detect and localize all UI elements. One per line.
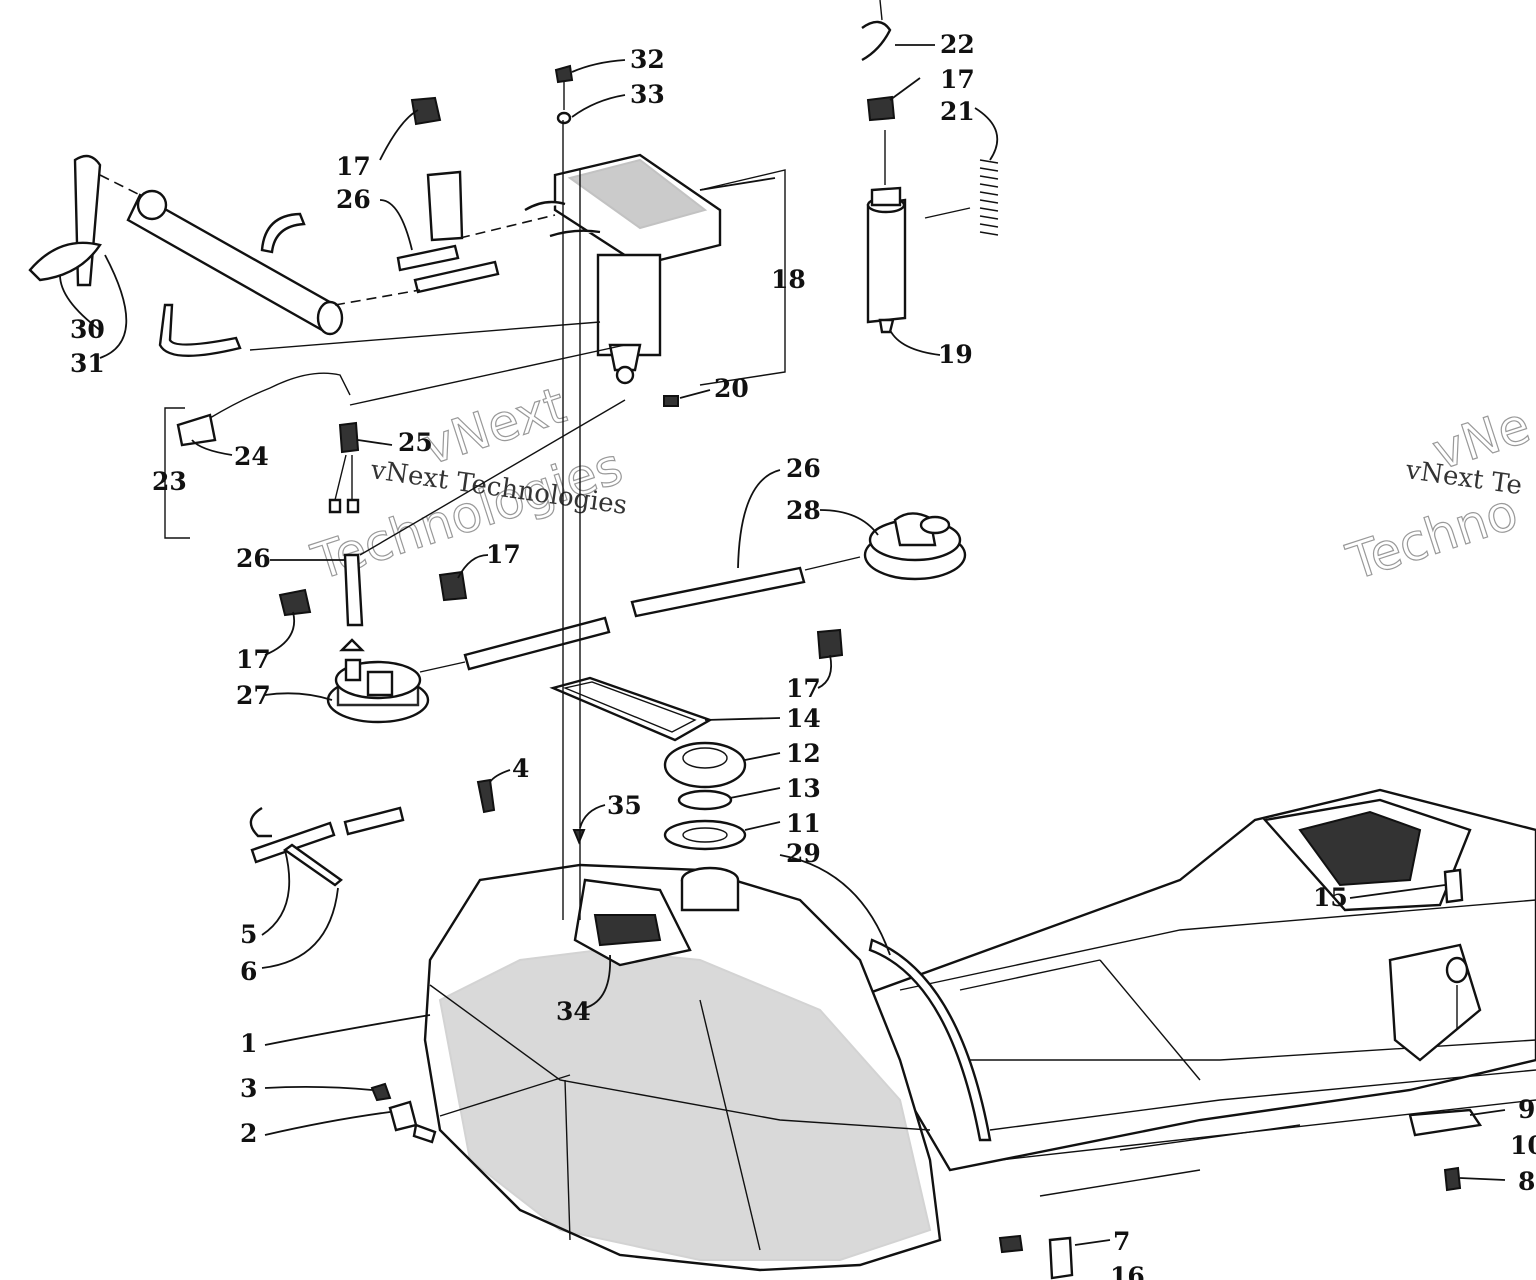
callout-35: 35 xyxy=(607,791,642,820)
callout-labels: 1 2 3 4 5 6 7 8 9 10 11 12 13 14 15 16 1… xyxy=(70,30,1536,1280)
callout-26-right: 26 xyxy=(786,454,821,483)
callout-17-mid: 17 xyxy=(486,540,521,569)
callout-25: 25 xyxy=(398,428,433,457)
callout-2: 2 xyxy=(240,1119,257,1148)
regulator-left xyxy=(326,638,430,724)
callout-28: 28 xyxy=(786,496,821,525)
watermark-outline-right-bottom: Techno xyxy=(1340,482,1525,591)
callout-14: 14 xyxy=(786,704,821,733)
callout-17-right: 17 xyxy=(786,674,821,703)
callout-leaders xyxy=(59,44,1506,1246)
callout-10: 10 xyxy=(1510,1131,1536,1160)
chassis-frame xyxy=(848,788,1536,1197)
fuel-pump-module xyxy=(524,64,786,407)
callout-6: 6 xyxy=(240,957,257,986)
callout-26-left: 26 xyxy=(236,544,271,573)
callout-5: 5 xyxy=(240,920,257,949)
callout-18: 18 xyxy=(771,265,806,294)
inline-pump-assembly xyxy=(861,0,999,334)
callout-24: 24 xyxy=(234,442,269,471)
callout-26-top: 26 xyxy=(336,185,371,214)
callout-16: 16 xyxy=(1110,1262,1145,1280)
callout-8: 8 xyxy=(1518,1167,1535,1196)
callout-31: 31 xyxy=(70,349,105,378)
callout-12: 12 xyxy=(786,739,821,768)
drain-bolt xyxy=(370,1074,571,1144)
callout-22: 22 xyxy=(940,30,975,59)
vent-hose-assembly xyxy=(249,778,496,887)
callout-32: 32 xyxy=(630,45,665,74)
regulator-right xyxy=(863,512,967,581)
callout-9: 9 xyxy=(1518,1095,1535,1124)
callout-17-top-left: 17 xyxy=(336,152,371,181)
callout-1: 1 xyxy=(240,1029,257,1058)
callout-7: 7 xyxy=(1113,1227,1130,1256)
callout-27: 27 xyxy=(236,681,271,710)
callout-33: 33 xyxy=(630,80,665,109)
tank-cap-stack xyxy=(549,676,747,851)
callout-15: 15 xyxy=(1313,883,1348,912)
callout-11: 11 xyxy=(786,809,821,838)
hidden-lines xyxy=(562,120,1483,1280)
callout-13: 13 xyxy=(786,774,821,803)
callout-17-top-right: 17 xyxy=(940,65,975,94)
callout-20: 20 xyxy=(714,374,749,403)
watermark-right: vNe Techno vNext Te xyxy=(1339,395,1536,592)
fuel-rail-hoses xyxy=(28,96,601,357)
callout-4: 4 xyxy=(512,754,529,783)
callout-21: 21 xyxy=(940,97,975,126)
callout-30: 30 xyxy=(70,315,105,344)
wire-harness xyxy=(164,344,626,539)
callout-3: 3 xyxy=(240,1074,257,1103)
fuel-tank xyxy=(423,863,942,1272)
callout-19: 19 xyxy=(938,340,973,369)
callout-17-left: 17 xyxy=(236,645,271,674)
callout-23: 23 xyxy=(152,467,187,496)
crossover-hoses xyxy=(278,399,861,673)
callout-34: 34 xyxy=(556,997,591,1026)
callout-29: 29 xyxy=(786,839,821,868)
